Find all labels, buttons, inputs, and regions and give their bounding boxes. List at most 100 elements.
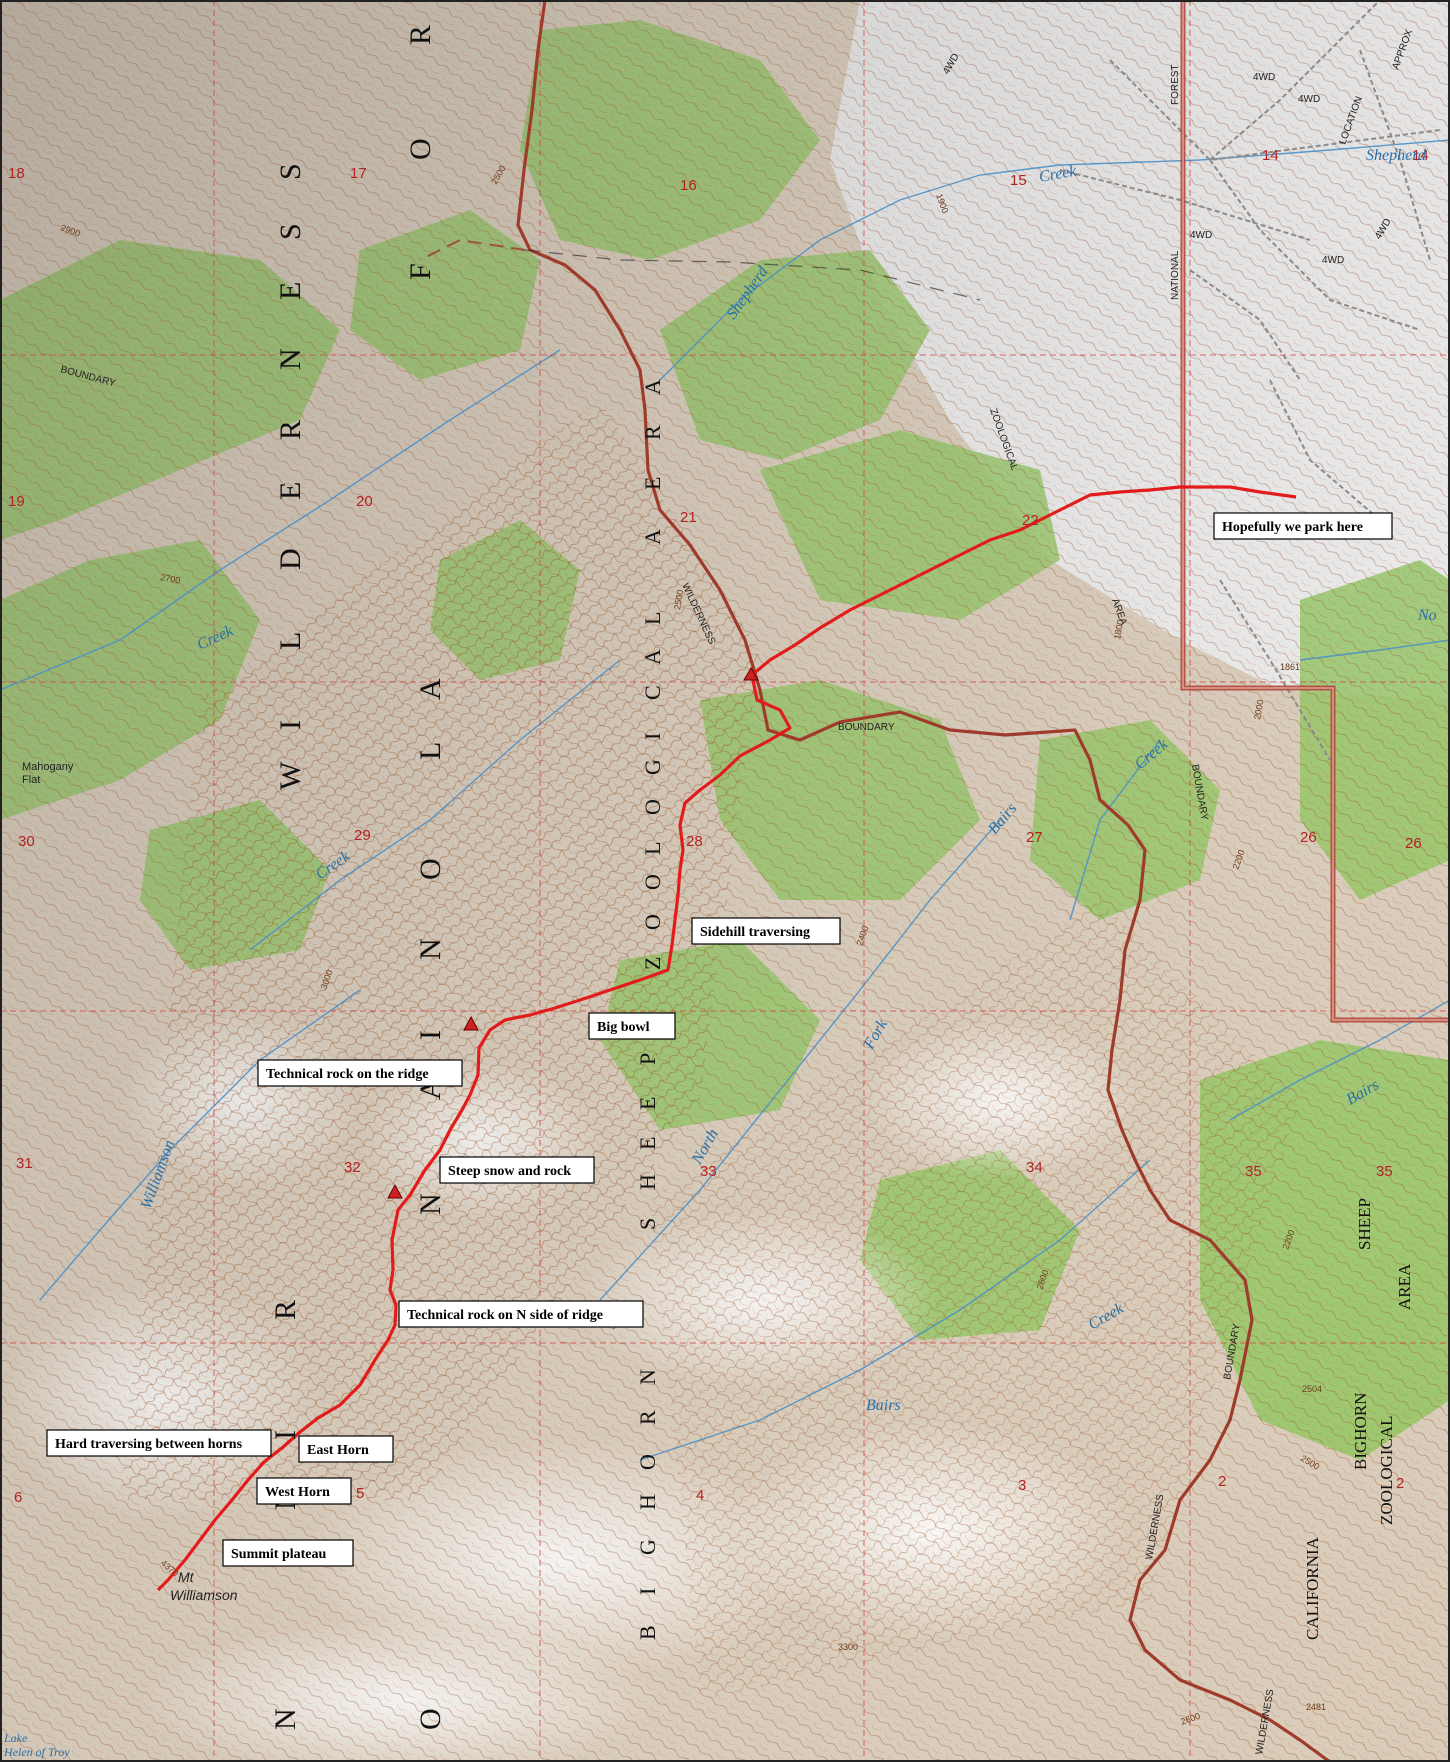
national-letter: A <box>414 678 447 700</box>
area-letter: A <box>640 379 665 395</box>
section-number: 17 <box>350 165 367 182</box>
wilderness-letter: N <box>274 348 307 370</box>
zoological-letter: L <box>640 842 665 855</box>
bighorn-letter: P <box>635 1053 660 1065</box>
callout-summit-plateau: Summit plateau <box>222 1539 354 1567</box>
road-label: 4WD <box>1190 230 1212 241</box>
callout-text: Sidehill traversing <box>700 925 810 940</box>
section-number: 32 <box>344 1159 361 1176</box>
section-number: 16 <box>680 177 697 194</box>
elevation-label: 2500 <box>672 589 685 610</box>
area-letter: E <box>640 477 665 490</box>
national-letter: L <box>414 742 447 760</box>
boundary-label: BOUNDARY <box>838 722 895 733</box>
callout-text: Technical rock on the ridge <box>266 1067 429 1082</box>
section-number: 27 <box>1026 829 1043 846</box>
national-letter: N <box>414 938 447 960</box>
section-number: 29 <box>354 827 371 844</box>
section-number: 14 <box>1412 147 1429 164</box>
section-number: 21 <box>680 509 697 526</box>
wilderness-letter: L <box>274 632 307 650</box>
summit-label: Williamson <box>170 1587 238 1603</box>
callout-text: West Horn <box>265 1485 330 1500</box>
section-number: 33 <box>700 1163 717 1180</box>
summit-label: Mt <box>178 1569 195 1585</box>
zoological-letter: A <box>640 649 665 665</box>
section-number: 34 <box>1026 1159 1043 1176</box>
lake-label: Lake <box>3 1731 28 1745</box>
section-number: 4 <box>696 1487 704 1504</box>
forest-boundary-inner <box>1182 0 1450 1021</box>
zoological-letter: L <box>640 612 665 625</box>
section-numbers: 18 17 16 15 14 14 19 20 21 22 30 29 28 2… <box>8 147 1429 1506</box>
section-number: 26 <box>1405 835 1422 852</box>
wilderness-letter: E <box>274 482 307 500</box>
wilderness-letter: W <box>274 761 307 790</box>
callout-steep-snow-and-rock: Steep snow and rock <box>439 1156 595 1184</box>
elevation-label: 1800 <box>1112 619 1125 640</box>
zoological-letter: C <box>640 685 665 700</box>
bighorn-letter: G <box>635 1539 660 1555</box>
elevation-label: 2504 <box>1302 1384 1322 1394</box>
wilderness-letter: S <box>274 223 307 240</box>
bighorn-letter: R <box>635 1410 660 1425</box>
zoological-letters: A R E A Z O O L O G I C A L B I G H O R … <box>635 379 665 1640</box>
water-label: Creek <box>1038 163 1079 186</box>
lake-label: Helen of Troy <box>3 1745 70 1759</box>
national-letter: O <box>414 1708 447 1730</box>
callout-text: Steep snow and rock <box>448 1164 571 1179</box>
zoological-letter: O <box>640 914 665 930</box>
elevation-label: 1861 <box>1280 662 1300 672</box>
muir-letter: R <box>269 1300 302 1320</box>
water-label: Bairs <box>866 1397 901 1414</box>
section-number: 19 <box>8 493 25 510</box>
national-letter: O <box>414 858 447 880</box>
bighorn-letter: N <box>635 1369 660 1385</box>
water-label: No <box>1417 607 1437 624</box>
muir-letter: I <box>269 1430 302 1440</box>
wilderness-letter: D <box>274 548 307 570</box>
callout-text: Summit plateau <box>231 1547 327 1562</box>
se-bighorn: BIGHORN <box>1351 1393 1370 1470</box>
road-label: 4WD <box>1253 72 1275 83</box>
se-area-labels: SHEEP BIGHORN AREA CALIFORNIA ZOOLOGICAL <box>1303 1198 1414 1640</box>
forest-letter: R <box>404 25 437 45</box>
bighorn-letter: H <box>635 1174 660 1190</box>
section-number: 15 <box>1010 172 1027 189</box>
mahogany-flat-label: Flat <box>22 774 40 786</box>
bighorn-letter: H <box>635 1494 660 1510</box>
elevation-label: 2000 <box>1252 699 1265 720</box>
wilderness-letter: R <box>274 420 307 440</box>
section-number: 2 <box>1218 1473 1226 1490</box>
wilderness-letter: I <box>274 720 307 730</box>
callout-text: Hard traversing between horns <box>55 1437 243 1452</box>
section-number: 2 <box>1396 1475 1404 1492</box>
section-number: 28 <box>686 833 703 850</box>
road-label: 4WD <box>1298 94 1320 105</box>
se-sheep: SHEEP <box>1355 1198 1374 1250</box>
peak-marker-middle <box>463 1015 479 1031</box>
callout-hopefully-we-park-here: Hopefully we park here <box>1213 512 1393 540</box>
forest-label: FOREST <box>1170 64 1181 105</box>
road-label: 4WD <box>1322 255 1344 266</box>
zoological-line <box>524 249 981 301</box>
zoological-letter: O <box>640 799 665 815</box>
bighorn-letter: I <box>635 1588 660 1595</box>
zoological-letter: I <box>640 733 665 740</box>
bighorn-letter: B <box>635 1625 660 1640</box>
wilderness-boundary <box>516 0 1331 1762</box>
national-letter: I <box>414 1030 447 1040</box>
se-area: AREA <box>1395 1263 1414 1310</box>
bighorn-letter: E <box>635 1137 660 1150</box>
callout-text: Big bowl <box>597 1020 650 1035</box>
section-number: 31 <box>16 1155 33 1172</box>
national-letter: N <box>414 1193 447 1215</box>
callout-big-bowl: Big bowl <box>588 1012 676 1040</box>
bighorn-letter: O <box>635 1454 660 1470</box>
section-number: 26 <box>1300 829 1317 846</box>
se-california: CALIFORNIA <box>1303 1536 1322 1640</box>
section-number: 20 <box>356 493 373 510</box>
